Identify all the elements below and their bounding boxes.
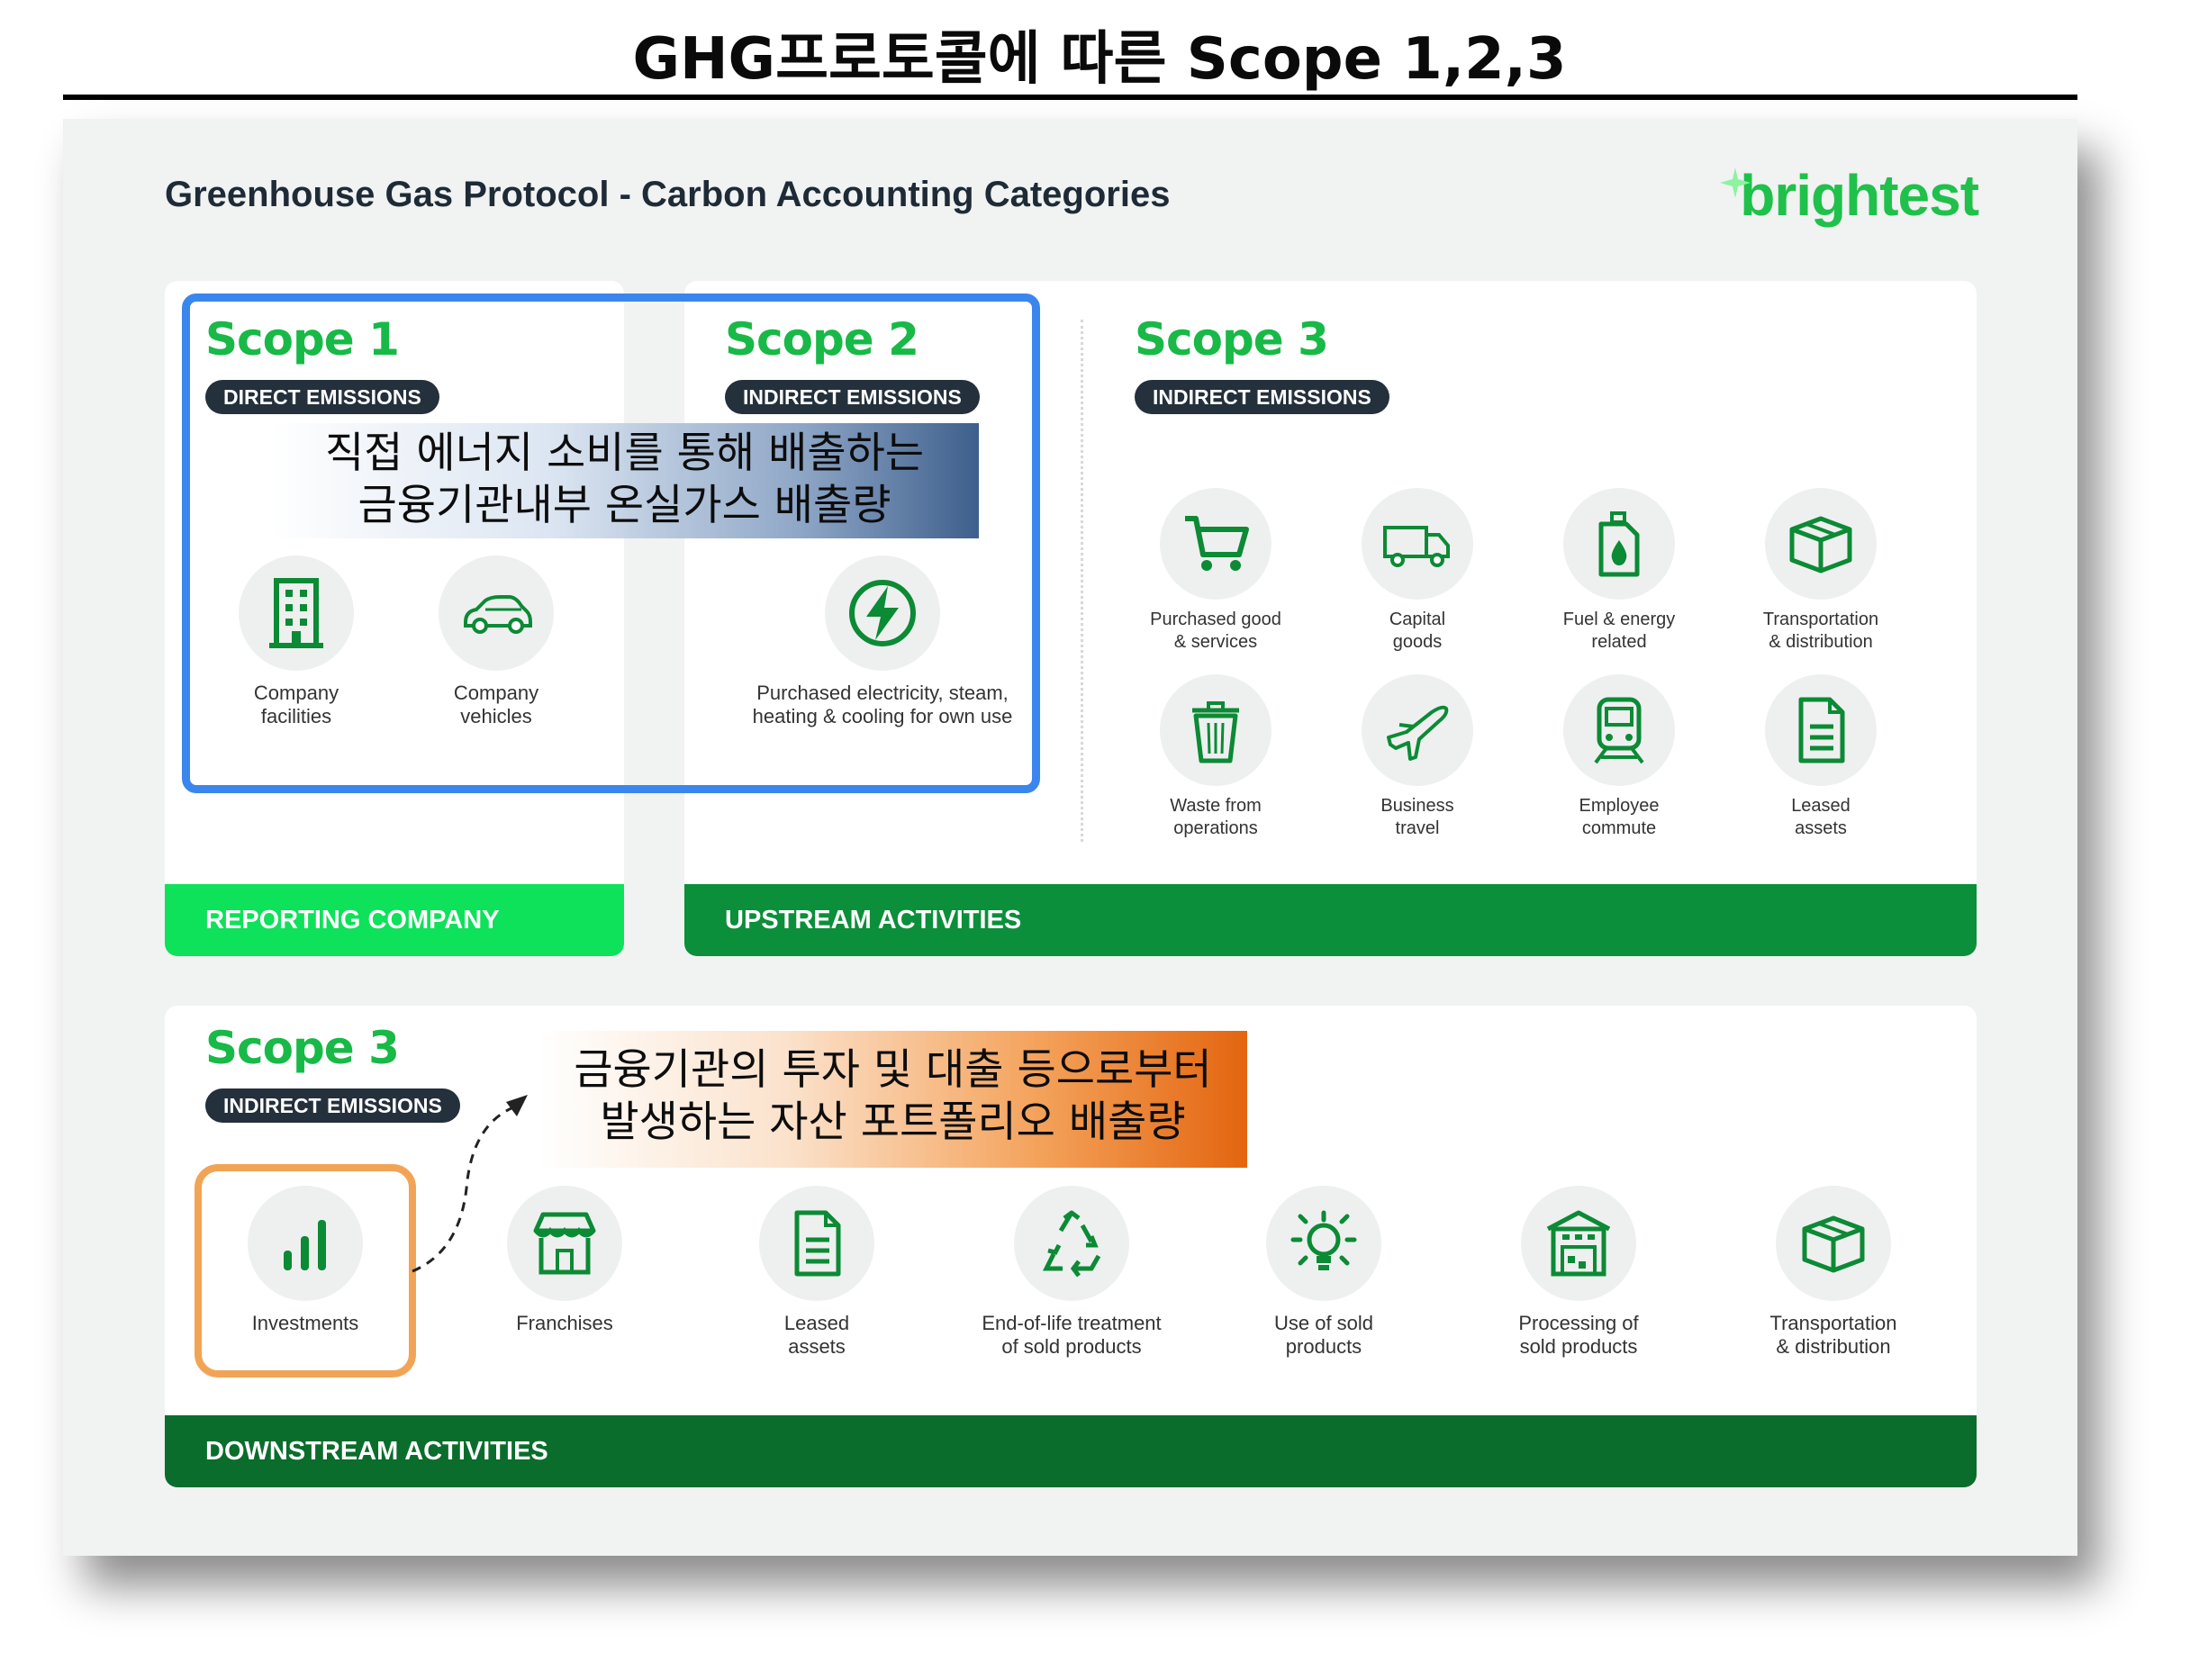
- train-icon: [1594, 697, 1644, 764]
- note-line: 금융기관의 투자 및 대출 등으로부터: [574, 1045, 1212, 1095]
- plane-icon: [1387, 705, 1449, 761]
- car-icon: [464, 595, 532, 634]
- item-employee-commute: Employee commute: [1520, 674, 1718, 840]
- investments-highlight-frame: [195, 1164, 416, 1377]
- item-transportation-downstream: Transportation & distribution: [1734, 1186, 1932, 1359]
- item-end-of-life: End-of-life treatment of sold products: [946, 1186, 1198, 1359]
- scope-divider: [1081, 320, 1083, 842]
- item-fuel-energy: Fuel & energy related: [1520, 488, 1718, 654]
- item-transportation-upstream: Transportation & distribution: [1722, 488, 1920, 654]
- item-label: Capital goods: [1389, 610, 1446, 652]
- title-rule: [63, 95, 2077, 100]
- fuel-can-icon: [1598, 511, 1640, 577]
- dashed-arrow-connector: [412, 1095, 528, 1273]
- item-label: Business travel: [1380, 796, 1454, 838]
- scope3-downstream-badge: INDIRECT EMISSIONS: [205, 1088, 460, 1123]
- spark-icon: [1720, 167, 1751, 198]
- scope2-badge: INDIRECT EMISSIONS: [725, 380, 980, 414]
- item-franchises: Franchises: [466, 1186, 664, 1335]
- item-label: End-of-life treatment of sold products: [982, 1312, 1162, 1358]
- item-label: Purchased electricity, steam, heating & …: [752, 682, 1013, 727]
- item-label: Waste from operations: [1170, 796, 1262, 838]
- scope3-upstream-badge: INDIRECT EMISSIONS: [1135, 380, 1389, 414]
- recycle-icon: [1042, 1210, 1101, 1278]
- item-capital-goods: Capital goods: [1318, 488, 1516, 654]
- item-label: Employee commute: [1579, 796, 1660, 838]
- item-label: Leased assets: [783, 1312, 850, 1358]
- truck-icon: [1383, 526, 1450, 567]
- band-reporting-company: REPORTING COMPANY: [165, 884, 624, 956]
- document-icon: [794, 1210, 841, 1277]
- note-line: 금융기관내부 온실가스 배출량: [357, 481, 891, 530]
- item-leased-assets-upstream: Leased assets: [1722, 674, 1920, 840]
- factory-icon: [1546, 1210, 1611, 1277]
- band-upstream: UPSTREAM ACTIVITIES: [684, 884, 1977, 956]
- trash-icon: [1192, 701, 1239, 763]
- item-use-of-sold-products: Use of sold products: [1225, 1186, 1423, 1359]
- note-line: 직접 에너지 소비를 통해 배출하는: [324, 429, 925, 478]
- item-waste: Waste from operations: [1117, 674, 1315, 840]
- item-label: Franchises: [516, 1312, 613, 1334]
- item-label: Fuel & energy related: [1562, 610, 1676, 652]
- item-processing: Processing of sold products: [1480, 1186, 1678, 1359]
- item-leased-assets-downstream: Leased assets: [718, 1186, 916, 1359]
- item-label: Purchased good & services: [1150, 610, 1281, 652]
- slide-title: Greenhouse Gas Protocol - Carbon Account…: [165, 175, 1171, 214]
- scope2-title: Scope 2: [725, 313, 919, 366]
- scope1-badge: DIRECT EMISSIONS: [205, 380, 439, 414]
- scope1-card: Scope 1 DIRECT EMISSIONS Company facilit…: [165, 281, 624, 956]
- box-icon: [1802, 1215, 1865, 1273]
- scope1-title: Scope 1: [205, 313, 400, 366]
- item-label: Leased assets: [1791, 796, 1851, 838]
- logo-text: brightest: [1740, 163, 1979, 228]
- lightning-icon: [849, 580, 916, 646]
- brand-logo: brightest: [1720, 162, 1979, 229]
- item-company-vehicles: Company vehicles: [397, 555, 595, 728]
- item-purchased-goods: Purchased good & services: [1117, 488, 1315, 654]
- item-label: Company facilities: [253, 682, 339, 727]
- item-label: Processing of sold products: [1518, 1312, 1639, 1358]
- box-icon: [1789, 516, 1852, 574]
- scope3-upstream-title: Scope 3: [1135, 313, 1329, 366]
- item-investments: Investments: [206, 1186, 404, 1335]
- upstream-card: Scope 2 INDIRECT EMISSIONS Purchased ele…: [684, 281, 1977, 956]
- scope12-note: 직접 에너지 소비를 통해 배출하는 금융기관내부 온실가스 배출량: [270, 423, 979, 538]
- band-downstream: DOWNSTREAM ACTIVITIES: [165, 1415, 1977, 1487]
- store-icon: [533, 1212, 596, 1275]
- item-label: Investments: [251, 1312, 359, 1334]
- item-label: Transportation & distribution: [1769, 1312, 1897, 1358]
- scope3-downstream-title: Scope 3: [205, 1022, 400, 1074]
- item-label: Company vehicles: [453, 682, 539, 727]
- bar-chart-icon: [284, 1220, 326, 1270]
- lightbulb-icon: [1290, 1210, 1357, 1270]
- page-title: GHG프로토콜에 따른 Scope 1,2,3: [632, 26, 1567, 93]
- item-business-travel: Business travel: [1318, 674, 1516, 840]
- item-purchased-electricity: Purchased electricity, steam, heating & …: [711, 555, 1054, 728]
- note-line: 발생하는 자산 포트폴리오 배출량: [600, 1097, 1186, 1147]
- item-company-facilities: Company facilities: [197, 555, 395, 728]
- building-icon: [269, 578, 323, 648]
- item-label: Transportation & distribution: [1762, 610, 1879, 652]
- scope12-highlight-frame: [182, 294, 1040, 793]
- investment-note: 금융기관의 투자 및 대출 등으로부터 발생하는 자산 포트폴리오 배출량: [538, 1031, 1247, 1168]
- item-label: Use of sold products: [1273, 1312, 1374, 1358]
- document-icon: [1798, 697, 1845, 763]
- cart-icon: [1185, 516, 1249, 571]
